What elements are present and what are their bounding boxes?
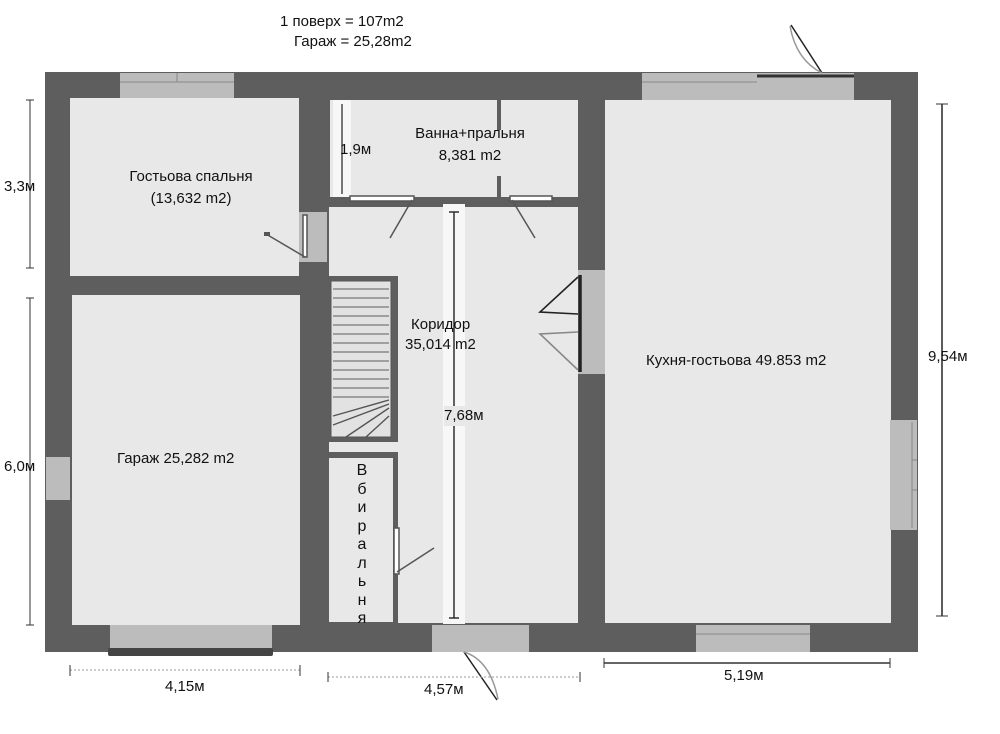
guest-bedroom-name: Гостьова спальня [129,168,253,185]
dim-bath-width: 1,9м [340,141,372,158]
pantry-door [393,527,435,575]
window-kitchen-bottom [696,625,810,652]
dim-bottom-left: 4,15м [165,678,205,695]
entrance-door [463,651,499,701]
kitchen-floor [605,100,891,623]
dim-right: 9,54м [928,348,968,365]
garage-door-gap [46,457,70,500]
window-kitchen-right [911,422,917,528]
right-door-gap [890,420,917,530]
bath-doors [349,195,553,239]
corridor-area: 35,014 m2 [405,336,476,353]
kitchen-label: Кухня-гостьова 49.853 m2 [646,352,827,369]
pantry-label: В б и р а л ь н я [356,462,368,627]
bath-name: Ванна+пральня [415,125,525,142]
dim-left-top: 3,3м [4,178,36,195]
pantry-floor [329,458,393,622]
kitchen-top-door [789,24,823,74]
kitchen-double-door [538,275,582,372]
guest-bedroom-area: (13,632 m2) [150,190,232,207]
bath-area: 8,381 m2 [438,147,502,164]
garage-label: Гараж 25,282 m2 [117,450,235,467]
window-kitchen-top-1 [642,73,757,100]
window-garage-bottom [108,625,273,656]
guest-bedroom-floor [70,98,299,276]
kitchen-door-gap [578,270,605,374]
dim-bottom-right: 5,19м [724,667,764,684]
dim-bottom-mid: 4,57м [424,681,464,698]
window-corridor-bottom [432,625,529,652]
staircase [330,280,392,438]
summary-garage: Гараж = 25,28m2 [294,33,412,50]
summary-floor1: 1 поверх = 107m2 [280,13,404,30]
window-bedroom-top [120,73,234,98]
window-kitchen-top-2 [757,73,854,100]
garage-floor [72,295,300,625]
dim-left-bottom: 6,0м [4,458,36,475]
corridor-name: Коридор [411,316,471,333]
dim-corridor-length: 7,68м [444,406,484,426]
dimension-lines [26,99,948,682]
bath-floor [330,100,578,197]
bedroom-door [264,214,308,258]
